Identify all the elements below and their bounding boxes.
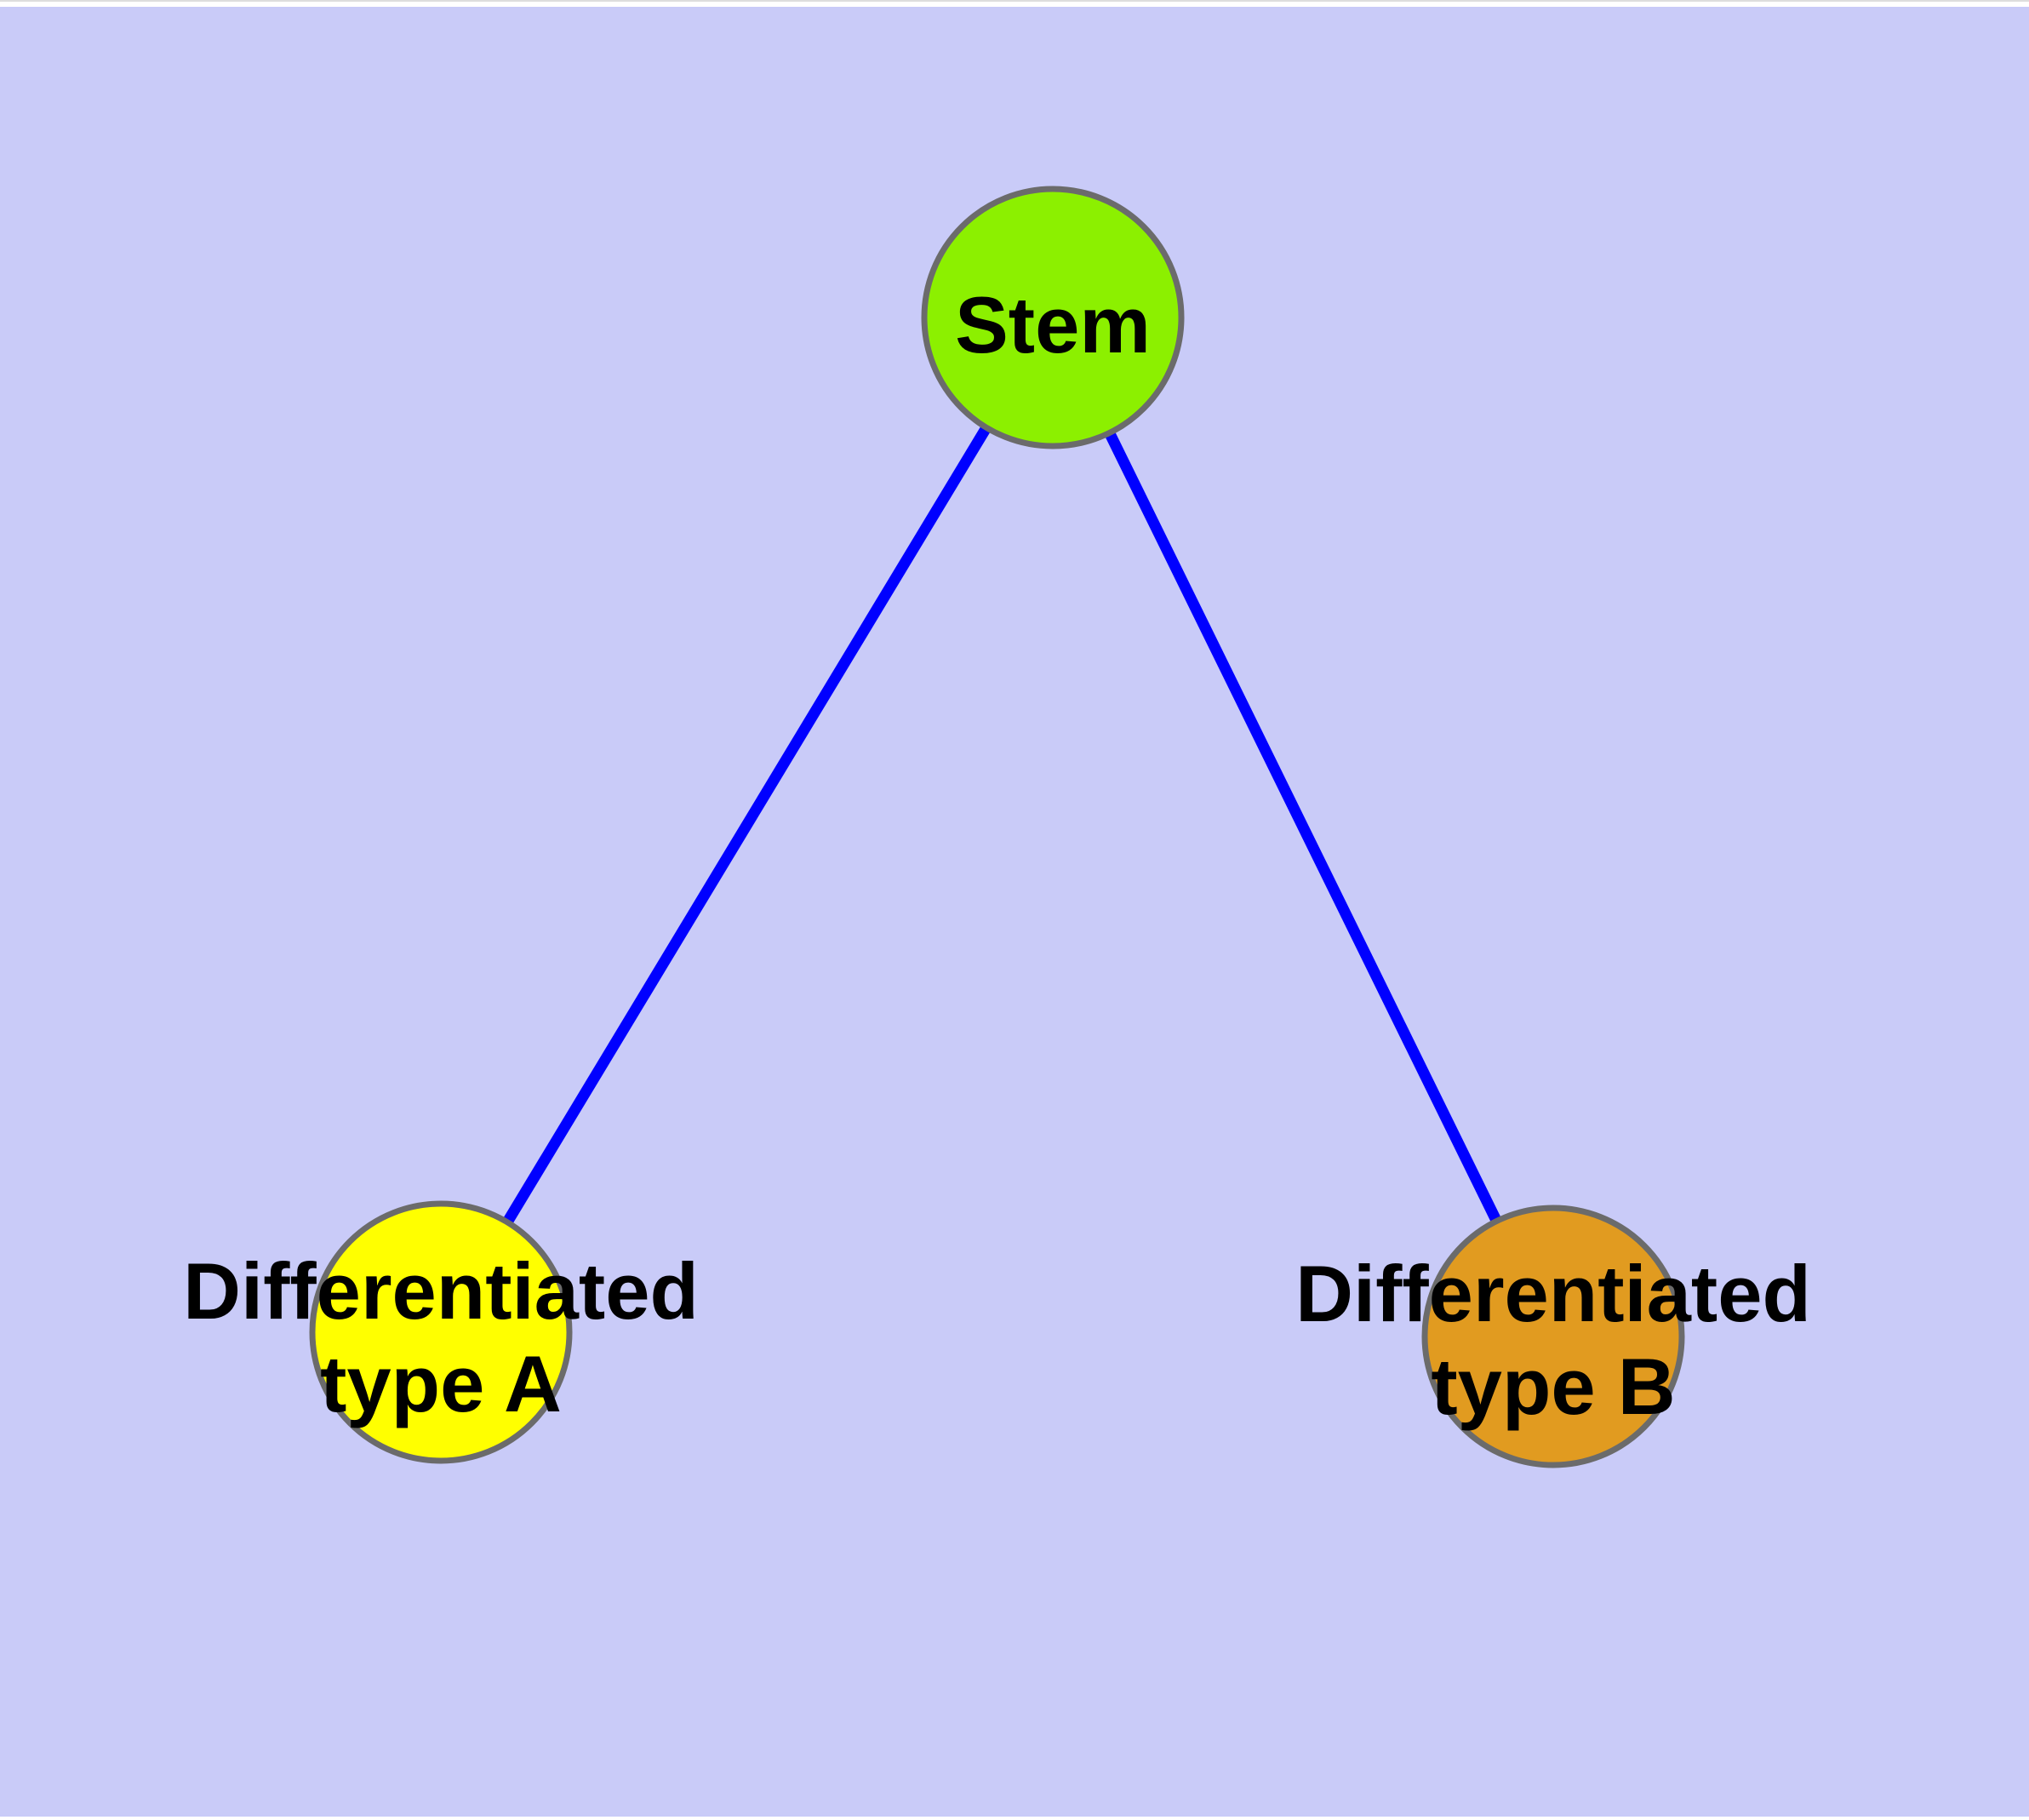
node-type-b-label-line1: Differentiated xyxy=(1295,1249,1811,1338)
node-type-b-label-line2: type B xyxy=(1431,1342,1675,1431)
bottom-edge-strip xyxy=(0,1817,2029,1820)
edge-stem-to-type-a xyxy=(436,314,1058,1336)
node-type-a-circle xyxy=(309,1200,573,1464)
edge-stem-to-type-b xyxy=(1048,315,1558,1339)
top-edge-strip xyxy=(0,0,2029,7)
top-edge-line xyxy=(0,0,2029,2)
node-stem-label: Stem xyxy=(955,280,1151,369)
node-type-b-circle xyxy=(1421,1205,1685,1468)
node-stem-circle xyxy=(921,186,1185,449)
node-type-a-label-line1: Differentiated xyxy=(183,1246,699,1336)
node-type-a-label-line2: type A xyxy=(320,1339,562,1428)
